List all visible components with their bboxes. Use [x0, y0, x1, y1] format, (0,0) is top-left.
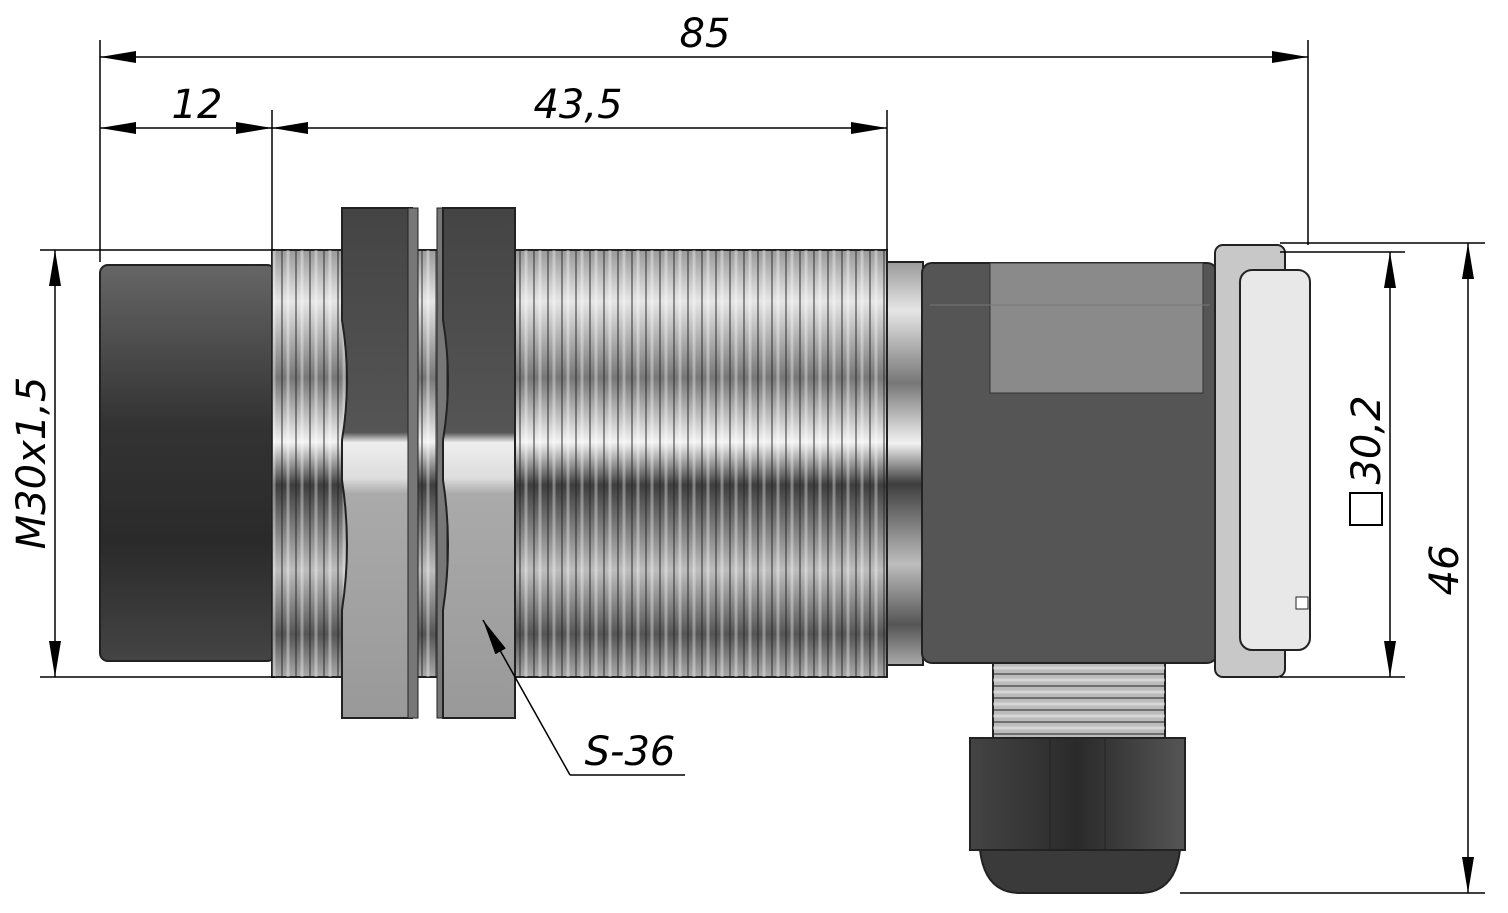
front-cap	[99, 264, 276, 662]
dimension-lines	[49, 50, 1474, 893]
dim-overall-length: 85	[680, 11, 731, 57]
dim-front-length: 12	[172, 82, 223, 128]
label-plate	[989, 262, 1204, 394]
dim-square-size: 30,2	[1344, 395, 1390, 484]
lock-nut-front	[341, 207, 419, 719]
square-symbol	[1349, 492, 1383, 526]
cable-gland	[969, 662, 1186, 894]
end-cap	[1214, 244, 1311, 678]
sensor-body	[99, 207, 1311, 894]
dim-total-height: 46	[1422, 545, 1468, 596]
collar	[886, 261, 924, 666]
dim-thread-length: 43,5	[533, 82, 622, 128]
dim-nut-size: S-36	[585, 729, 676, 775]
lock-nut-rear	[436, 207, 516, 719]
dim-thread-spec: M30x1,5	[9, 377, 55, 550]
